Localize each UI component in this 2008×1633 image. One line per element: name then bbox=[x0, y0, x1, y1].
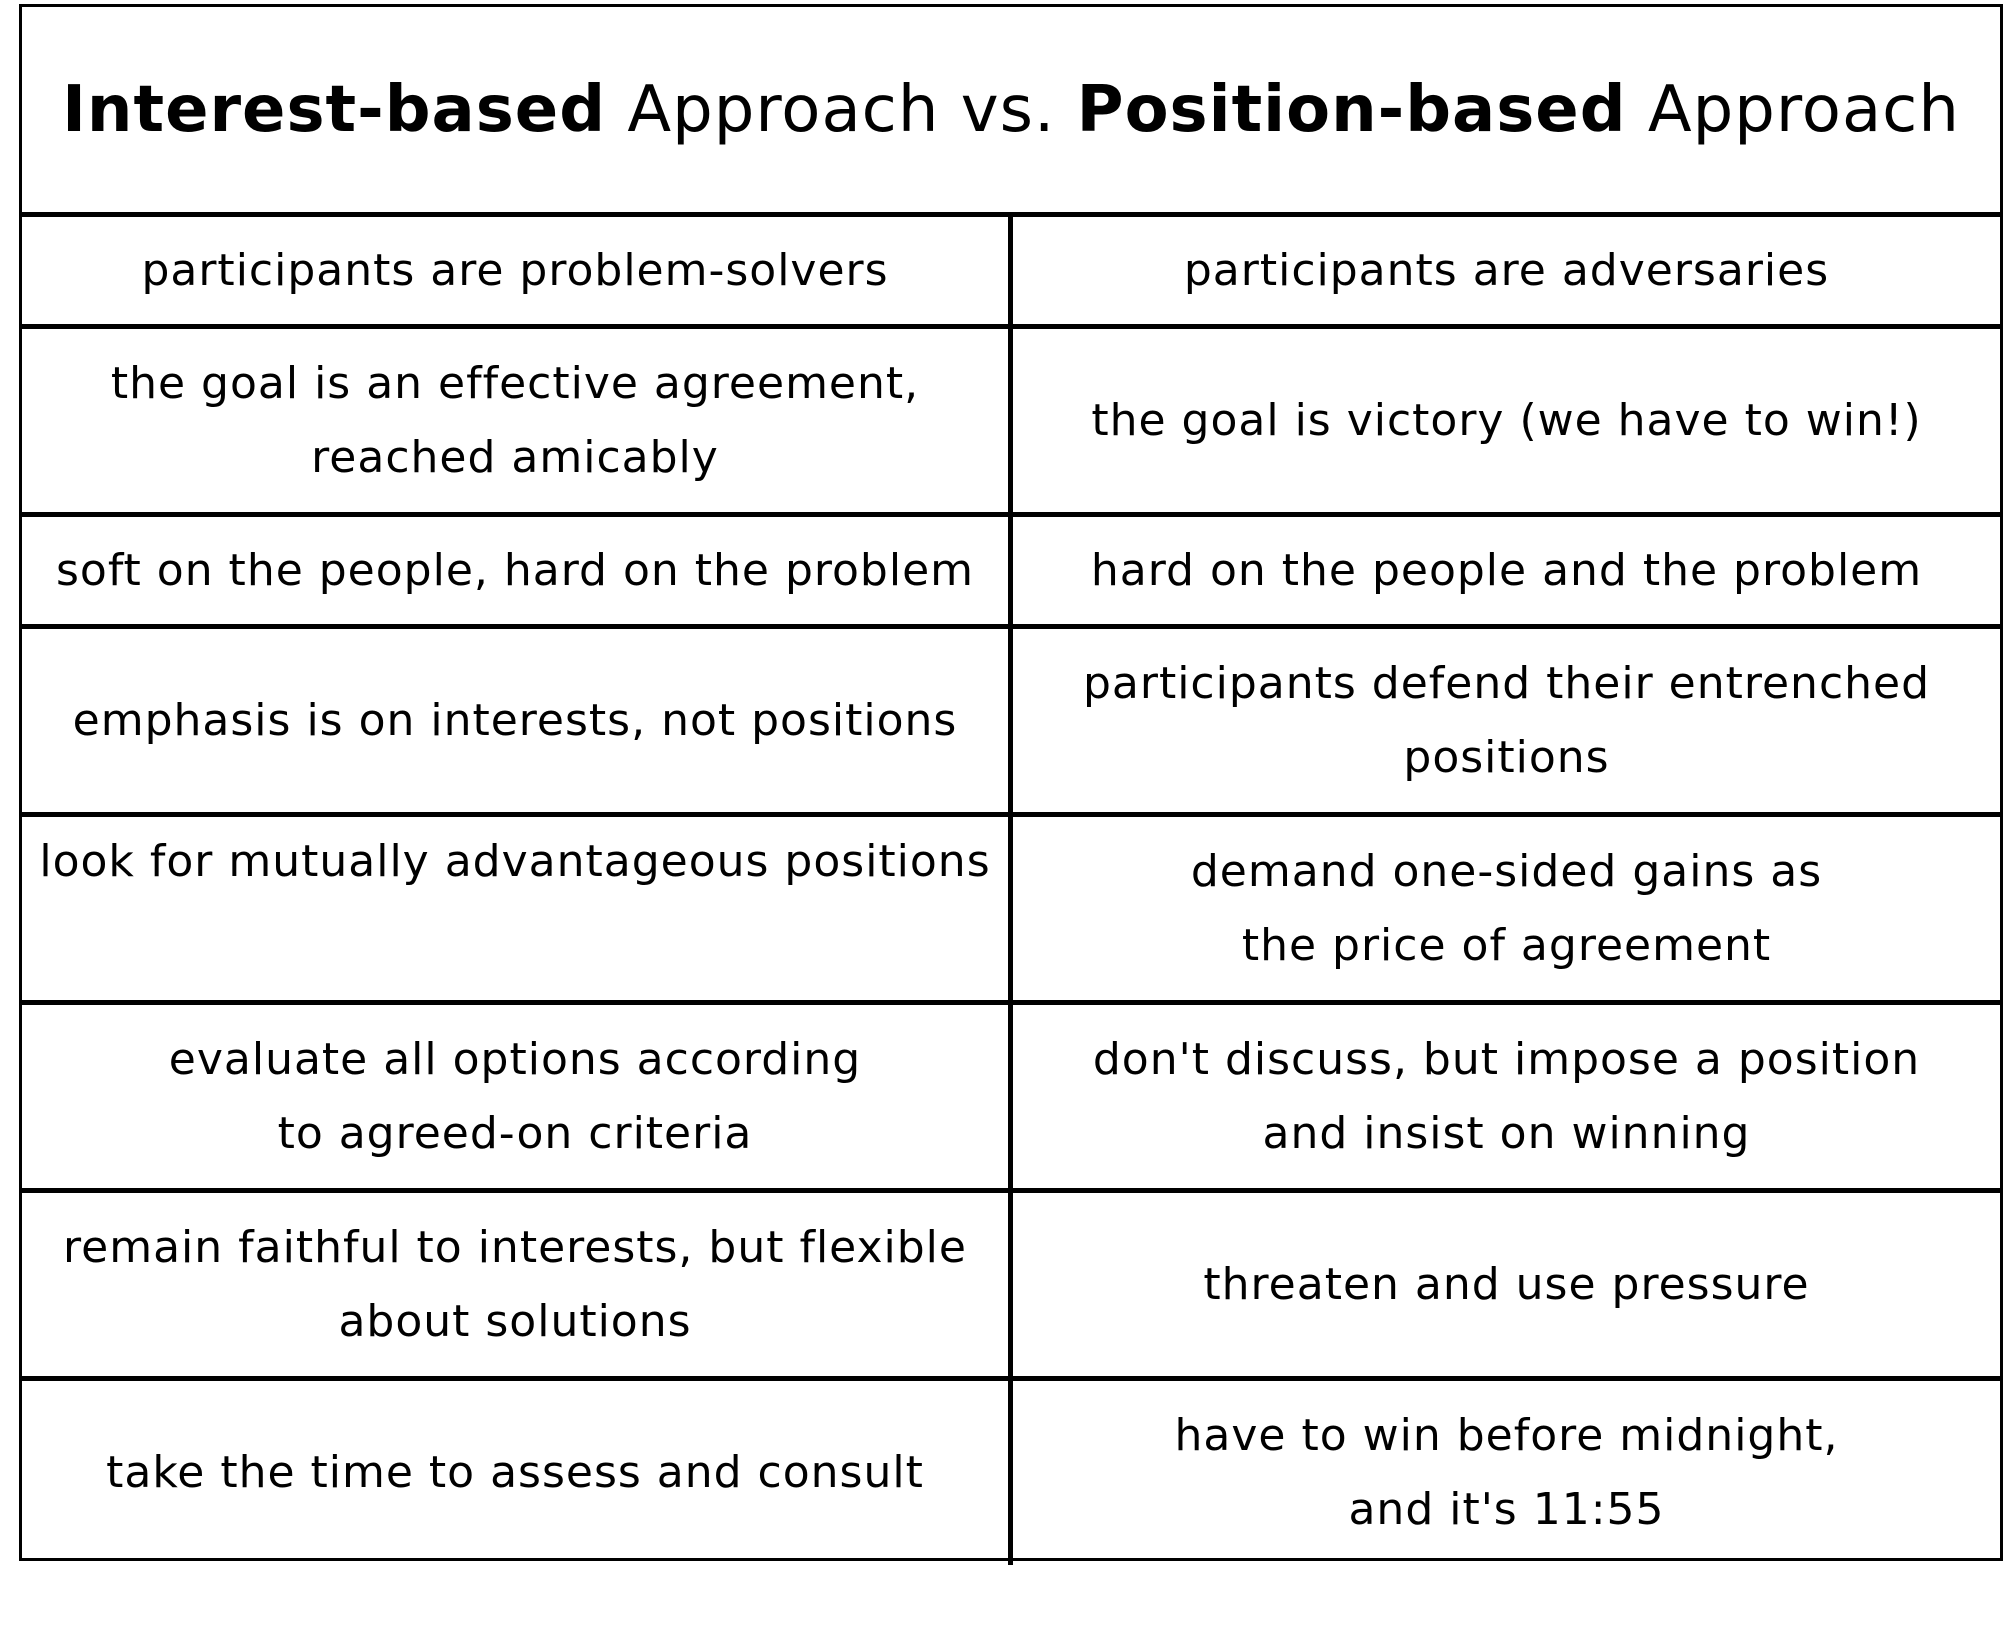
interest-cell: evaluate all options according to agreed… bbox=[22, 1005, 1013, 1188]
table-row: look for mutually advantageous positions… bbox=[22, 817, 2000, 1005]
title-position-based: Position-based bbox=[1076, 72, 1627, 147]
position-cell: hard on the people and the problem bbox=[1090, 544, 1923, 596]
interest-cell: participants are problem-solvers bbox=[22, 217, 1013, 324]
position-cell: have to win before midnight, and it's 11… bbox=[1174, 1410, 1839, 1535]
table-row: remain faithful to interests, but flexib… bbox=[22, 1193, 2000, 1381]
comparison-table: Interest-based Approach vs. Position-bas… bbox=[19, 4, 2003, 1565]
interest-cell: take the time to assess and consult bbox=[22, 1381, 1013, 1565]
interest-cell-text: look for mutually advantageous positions bbox=[39, 836, 991, 887]
table-row: take the time to assess and consult have… bbox=[22, 1381, 2000, 1565]
interest-cell: the goal is an effective agreement, reac… bbox=[22, 329, 1013, 512]
table-row: emphasis is on interests, not positions … bbox=[22, 629, 2000, 817]
table-body: participants are problem-solvers partici… bbox=[22, 217, 2000, 1565]
interest-cell: emphasis is on interests, not positions bbox=[22, 629, 1013, 812]
position-cell: participants defend their entrenched pos… bbox=[1082, 657, 1931, 783]
position-cell: don't discuss, but impose a position and… bbox=[1092, 1033, 1921, 1159]
table-title: Interest-based Approach vs. Position-bas… bbox=[22, 7, 2000, 217]
table-row: the goal is an effective agreement, reac… bbox=[22, 329, 2000, 517]
position-cell: demand one-sided gains as the price of a… bbox=[1190, 845, 1823, 971]
interest-cell: soft on the people, hard on the problem bbox=[22, 517, 1013, 624]
title-interest-based: Interest-based bbox=[62, 72, 606, 147]
table-row: evaluate all options according to agreed… bbox=[22, 1005, 2000, 1193]
position-cell: threaten and use pressure bbox=[1203, 1258, 1810, 1310]
interest-cell: look for mutually advantageous positions bbox=[22, 817, 1013, 1000]
title-approach: Approach bbox=[1626, 72, 1960, 147]
table-row: participants are problem-solvers partici… bbox=[22, 217, 2000, 329]
table-row: soft on the people, hard on the problem … bbox=[22, 517, 2000, 629]
position-cell: participants are adversaries bbox=[1183, 244, 1830, 296]
interest-cell: remain faithful to interests, but flexib… bbox=[22, 1193, 1013, 1376]
position-cell: the goal is victory (we have to win!) bbox=[1091, 394, 1922, 446]
title-approach-vs: Approach vs. bbox=[606, 72, 1077, 147]
